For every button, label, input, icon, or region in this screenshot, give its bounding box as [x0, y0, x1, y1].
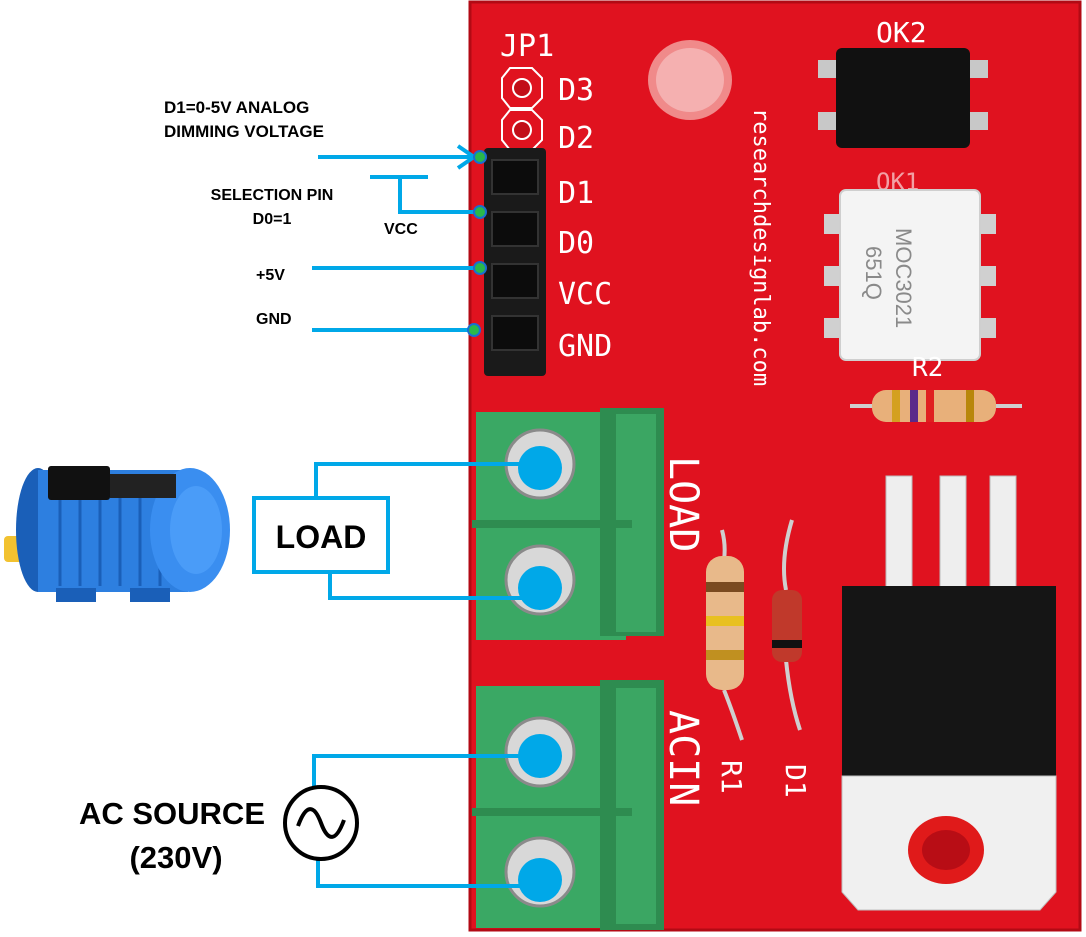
- wire-ac-bottom: [316, 850, 540, 888]
- terminal-dots: [518, 446, 562, 902]
- d1-label: D1: [779, 764, 812, 798]
- ac-source-label-line1: AC SOURCE: [79, 796, 265, 831]
- vcc-annotation: VCC: [384, 221, 418, 238]
- d1-diode: [772, 519, 802, 731]
- header-ref-label: JP1: [500, 29, 554, 64]
- pin-label-d3: D3: [558, 73, 594, 108]
- r1-resistor: [706, 529, 744, 741]
- wires: [312, 144, 540, 888]
- gnd-annotation: GND: [256, 311, 292, 328]
- plus5v-annotation: +5V: [256, 267, 285, 284]
- wire-ac-top: [312, 754, 540, 800]
- selection-label-line2: D0=1: [253, 211, 292, 228]
- pin-labels: D3 D2 D1 D0 VCC GND: [558, 73, 612, 364]
- r2-label: R2: [912, 353, 943, 383]
- r1-label: R1: [715, 760, 748, 794]
- ac-source-label-line2: (230V): [129, 840, 222, 875]
- ac-source-symbol: [283, 785, 359, 861]
- motor-illustration: [4, 466, 230, 602]
- wire-load-bottom: [328, 572, 540, 600]
- pin-label-vcc: VCC: [558, 277, 612, 312]
- empty-pads: [501, 67, 543, 151]
- moc-part-label: MOC3021: [891, 228, 916, 328]
- acin-terminal-label: ACIN: [660, 710, 706, 806]
- pin-label-gnd: GND: [558, 329, 612, 364]
- ok2-label: OK2: [876, 16, 927, 49]
- moc3021-chip: [824, 189, 996, 361]
- d1-annotation-line2: DIMMING VOLTAGE: [164, 122, 324, 141]
- website-label: researchdesignlab.com: [748, 108, 773, 386]
- wire-selection-vcc: [398, 177, 478, 214]
- pin-label-d2: D2: [558, 121, 594, 156]
- r2-resistor: [850, 390, 1022, 422]
- d1-annotation-line1: D1=0-5V ANALOG: [164, 98, 309, 117]
- selection-label-line1: SELECTION PIN: [211, 187, 334, 204]
- triac: [841, 475, 1057, 911]
- load-terminal-block: [472, 408, 664, 640]
- acin-terminal-block: [472, 680, 664, 930]
- pin-label-d1: D1: [558, 176, 594, 211]
- load-box: [252, 496, 390, 574]
- pin-dots: [467, 150, 487, 337]
- ok2-chip: [818, 48, 988, 148]
- wire-load-top: [314, 462, 540, 498]
- load-terminal-label: LOAD: [660, 456, 706, 552]
- load-box-label: LOAD: [276, 519, 367, 555]
- pin-label-d0: D0: [558, 226, 594, 261]
- pin-header: [484, 148, 546, 376]
- moc-date-label: 651Q: [861, 246, 886, 300]
